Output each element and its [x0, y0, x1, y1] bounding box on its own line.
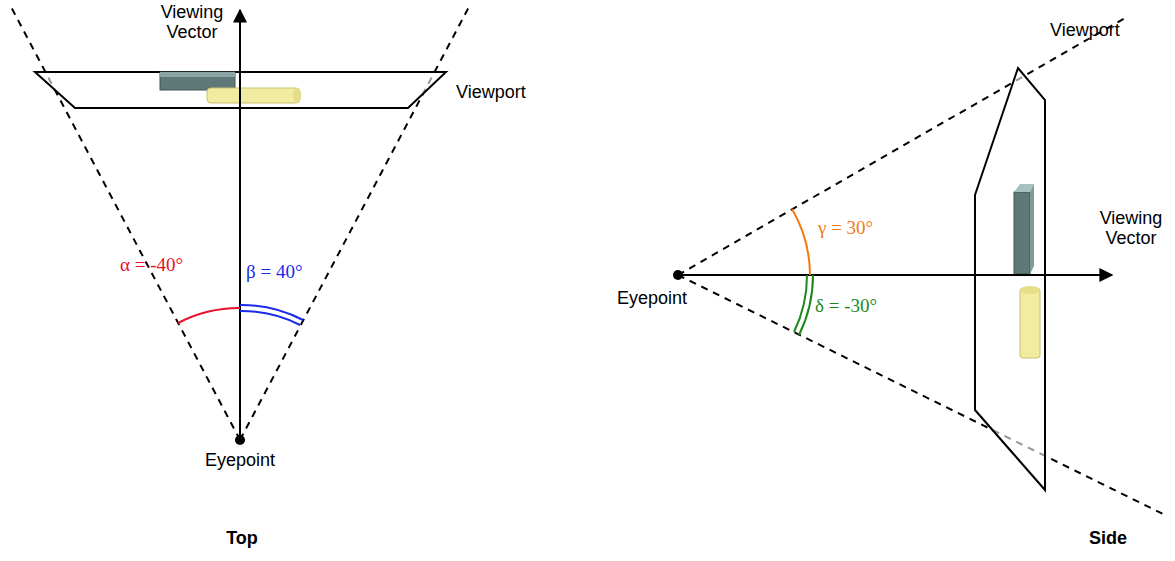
- axis-label: Viewing Vector: [1091, 208, 1171, 248]
- viewing-vector: [678, 274, 1112, 276]
- viewport-plane: [975, 68, 1045, 490]
- top-view: [10, 5, 470, 445]
- alpha-arc: [178, 308, 240, 323]
- frustum-edge: [10, 5, 240, 440]
- beta-arc: [240, 305, 303, 320]
- box-object-top: [160, 72, 235, 77]
- viewport-label: Viewport: [456, 82, 526, 102]
- side-view: [673, 18, 1165, 515]
- cylinder-end: [1020, 286, 1040, 294]
- frustum-edge: [240, 5, 470, 440]
- panel-title: Side: [1089, 528, 1127, 548]
- cylinder-end: [293, 88, 301, 103]
- frustum-edge: [678, 275, 1165, 515]
- cylinder-object: [1020, 288, 1040, 358]
- gamma-arc: [792, 209, 810, 275]
- beta-arc: [240, 311, 300, 325]
- viewport-label: Viewport: [1050, 20, 1120, 40]
- angle-label: δ = -30°: [815, 296, 877, 316]
- point-label: Eyepoint: [617, 288, 687, 308]
- angle-label: γ = 30°: [818, 218, 873, 238]
- box-object: [1014, 192, 1030, 274]
- box-object-side: [1030, 184, 1034, 274]
- angle-label: α = -40°: [120, 255, 183, 275]
- frustum-edge: [678, 18, 1125, 275]
- eyepoint-dot: [235, 435, 245, 445]
- panel-title: Top: [226, 528, 258, 548]
- eyepoint-dot: [673, 270, 683, 280]
- delta-arc: [794, 275, 807, 332]
- angle-label: β = 40°: [246, 262, 302, 282]
- viewing-vector: [239, 10, 241, 440]
- cylinder-object: [207, 88, 300, 103]
- axis-label: Viewing Vector: [152, 2, 232, 42]
- box-object: [160, 72, 235, 90]
- point-label: Eyepoint: [205, 450, 275, 470]
